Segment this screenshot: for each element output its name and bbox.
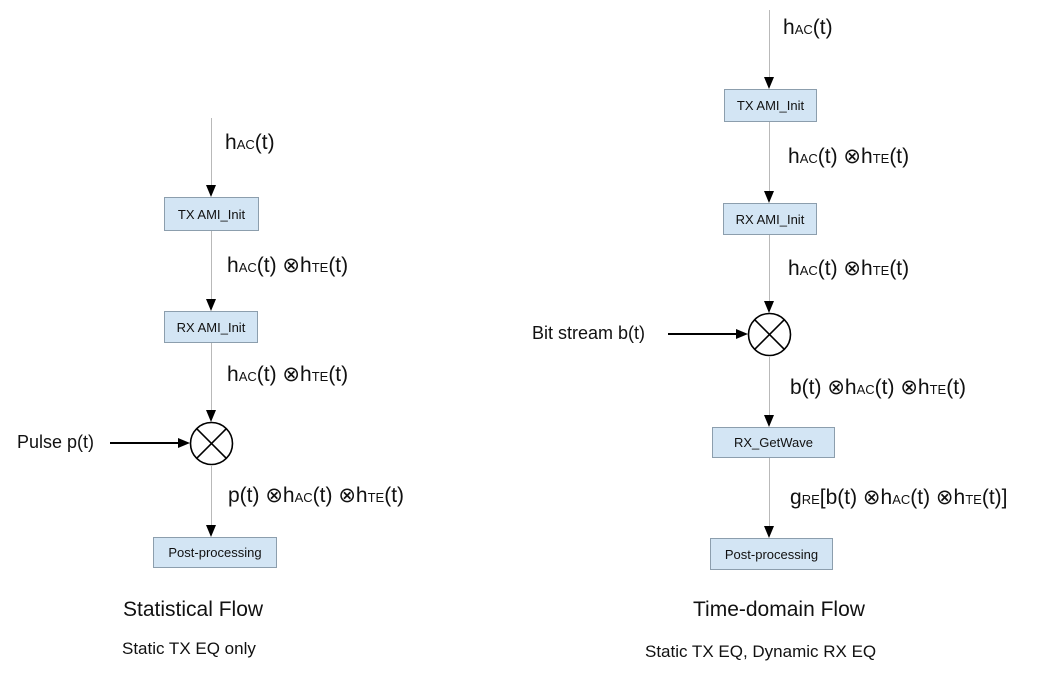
connector-line bbox=[769, 122, 770, 191]
connector-line bbox=[769, 458, 770, 526]
block-post-processing: Post-processing bbox=[153, 537, 277, 568]
connector-line bbox=[211, 231, 212, 299]
side-input-label: Bit stream b(t) bbox=[532, 323, 646, 343]
arrow-down-icon bbox=[206, 410, 216, 422]
connector-line bbox=[769, 357, 770, 415]
signal-label-output: p(t) ⊗hAC(t) ⊗hTE(t) bbox=[228, 484, 405, 507]
connector-line bbox=[769, 10, 770, 77]
flow-subtitle: Static TX EQ, Dynamic RX EQ bbox=[645, 642, 877, 661]
arrow-down-icon bbox=[764, 77, 774, 89]
multiplier-icon bbox=[747, 312, 792, 357]
signal-label-hac: hAC(t) bbox=[225, 131, 275, 154]
block-rx-ami-init: RX AMI_Init bbox=[723, 203, 817, 235]
signal-label-gre-output: gRE[b(t) ⊗hAC(t) ⊗hTE(t)] bbox=[790, 486, 1008, 509]
arrow-right-icon bbox=[736, 329, 748, 339]
signal-label-hac-hte: hAC(t) ⊗hTE(t) bbox=[788, 145, 910, 168]
signal-label-hac-hte: hAC(t) ⊗hTE(t) bbox=[227, 363, 349, 386]
signal-label-hac: hAC(t) bbox=[783, 16, 833, 39]
block-rx-getwave: RX_GetWave bbox=[712, 427, 835, 458]
signal-label-hac-hte: hAC(t) ⊗hTE(t) bbox=[788, 257, 910, 280]
flow-title: Statistical Flow bbox=[123, 598, 264, 621]
arrow-down-icon bbox=[764, 191, 774, 203]
connector-line bbox=[769, 235, 770, 301]
side-input-label: Pulse p(t) bbox=[17, 432, 95, 452]
arrow-down-icon bbox=[764, 415, 774, 427]
side-arrow-line bbox=[668, 333, 738, 335]
block-tx-ami-init: TX AMI_Init bbox=[164, 197, 259, 231]
flow-title: Time-domain Flow bbox=[693, 598, 865, 621]
signal-label-hac-hte: hAC(t) ⊗hTE(t) bbox=[227, 254, 349, 277]
block-rx-ami-init: RX AMI_Init bbox=[164, 311, 258, 343]
block-post-processing: Post-processing bbox=[710, 538, 833, 570]
arrow-right-icon bbox=[178, 438, 190, 448]
signal-label-bt-conv: b(t) ⊗hAC(t) ⊗hTE(t) bbox=[790, 376, 967, 399]
block-tx-ami-init: TX AMI_Init bbox=[724, 89, 817, 122]
arrow-down-icon bbox=[206, 299, 216, 311]
connector-line bbox=[211, 466, 212, 525]
connector-line bbox=[211, 343, 212, 410]
connector-line bbox=[211, 118, 212, 186]
multiplier-icon bbox=[189, 421, 234, 466]
arrow-down-icon bbox=[206, 525, 216, 537]
side-arrow-line bbox=[110, 442, 180, 444]
arrow-down-icon bbox=[764, 301, 774, 313]
arrow-down-icon bbox=[206, 185, 216, 197]
flow-subtitle: Static TX EQ only bbox=[122, 639, 256, 658]
arrow-down-icon bbox=[764, 526, 774, 538]
